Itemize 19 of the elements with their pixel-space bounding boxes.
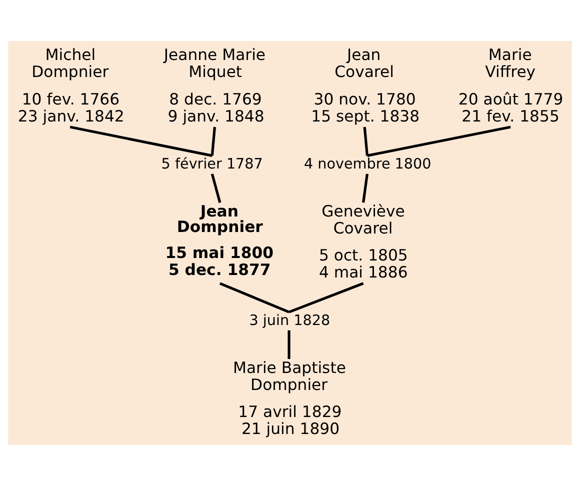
connector xyxy=(219,282,290,313)
node-text: Jean Covarel 30 nov. 1780 15 sept. 1838 xyxy=(311,44,420,125)
node-text: Jean Dompnier 15 mai 1800 5 dec. 1877 xyxy=(165,200,274,279)
connector xyxy=(70,125,212,156)
connector xyxy=(366,125,511,156)
connector xyxy=(210,126,216,156)
node-text: Marie Baptiste Dompnier 17 avril 1829 21 juin 1890 xyxy=(232,357,346,438)
node-text: Jeanne Marie Miquet 8 dec. 1769 9 janv. 1848 xyxy=(164,44,266,125)
node-text: 3 juin 1828 xyxy=(249,312,330,328)
connector xyxy=(288,282,364,313)
connector xyxy=(363,126,369,156)
node-text: 5 février 1787 xyxy=(161,156,263,172)
node-text: Geneviève Covarel 5 oct. 1805 4 mai 1886 xyxy=(318,200,408,282)
connector xyxy=(210,173,222,202)
node-text: 4 novembre 1800 xyxy=(304,156,432,172)
connector xyxy=(288,330,290,358)
node-text: Marie Viffrey 20 août 1779 21 fev. 1855 xyxy=(458,44,564,125)
node-text: Michel Dompnier 10 fev. 1766 23 janv. 1842 xyxy=(18,44,124,125)
connector xyxy=(362,173,368,202)
